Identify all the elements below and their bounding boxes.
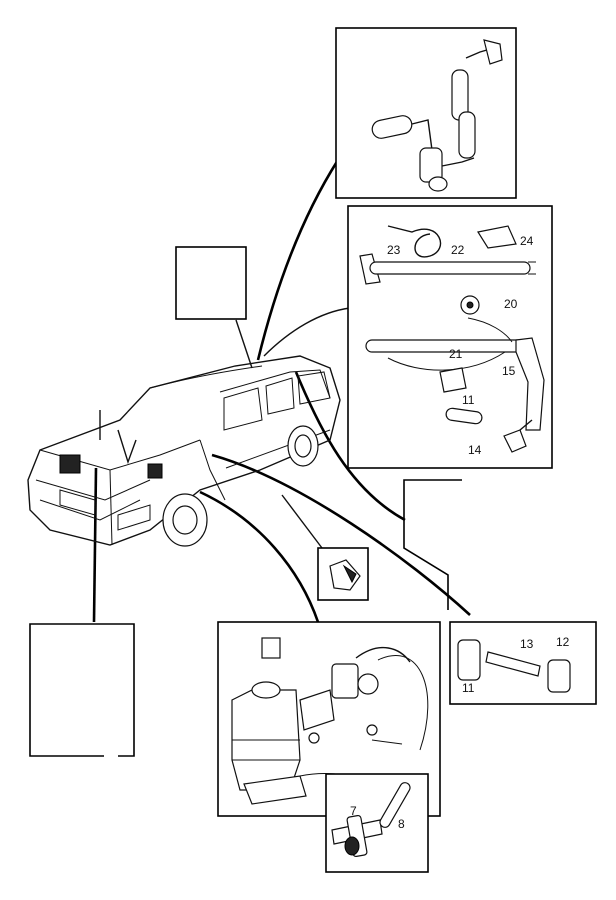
part-number-label: 14 — [468, 443, 482, 457]
part-number-label: 13 — [520, 637, 534, 651]
detail-box-roof — [175, 246, 247, 320]
part-number-label: 12 — [556, 635, 570, 649]
part-number-label: 8 — [398, 817, 405, 831]
hose-nozzle-detail — [347, 205, 553, 469]
bracket-outline-right — [403, 479, 462, 610]
t-connector-detail — [325, 773, 429, 873]
part-number-label: 7 — [350, 804, 357, 818]
detail-box-left — [29, 623, 135, 757]
hose-joint-detail — [449, 621, 597, 705]
part-number-label: 11 — [462, 393, 475, 407]
part-number-label: 15 — [502, 364, 516, 378]
part-number-label: 24 — [520, 234, 534, 248]
clip-detail — [317, 547, 369, 601]
part-number-label: 20 — [504, 297, 518, 311]
rear-washer-detail — [335, 27, 517, 199]
part-number-label: 23 — [387, 243, 401, 257]
part-number-labels: 23 22 24 20 21 15 11 14 13 12 11 7 8 — [350, 234, 570, 831]
part-number-label: 21 — [449, 347, 463, 361]
part-number-label: 22 — [451, 243, 465, 257]
leader-lines — [92, 159, 471, 623]
part-number-label: 11 — [462, 681, 475, 695]
car-illustration — [27, 355, 341, 547]
